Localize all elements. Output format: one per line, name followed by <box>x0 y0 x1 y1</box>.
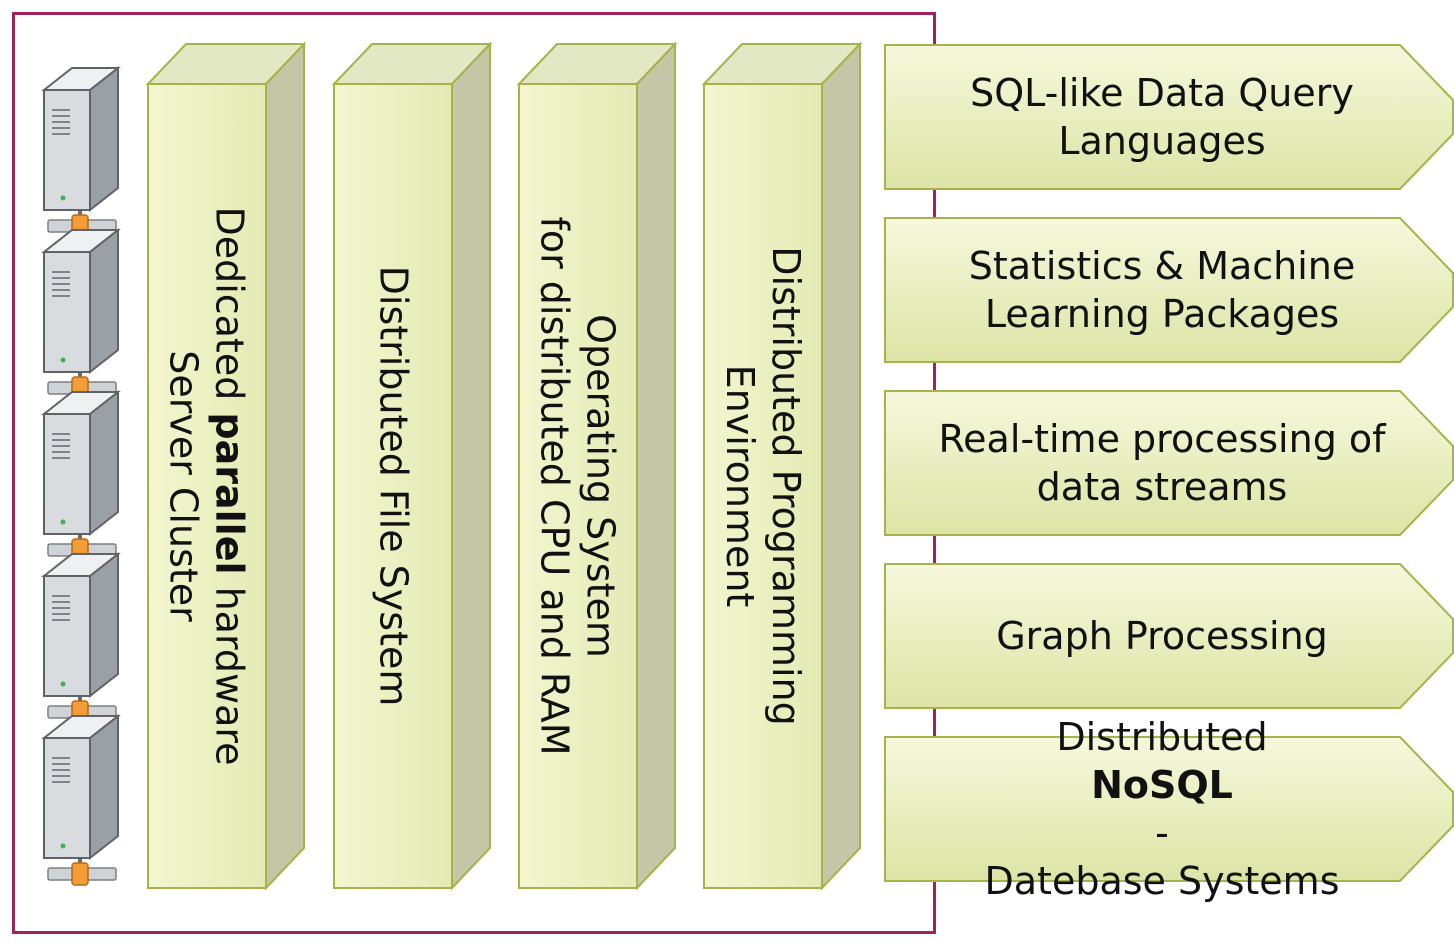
pillar-box-shape <box>516 41 678 891</box>
server-icon <box>41 713 121 886</box>
arrow-label-line2: Datebase Systems <box>984 859 1340 903</box>
pillar-box-shape <box>331 41 493 891</box>
arrow-shape <box>884 736 1454 882</box>
pillar-operating-system: Operating System for distributed CPU and… <box>516 40 678 891</box>
arrow-shape <box>884 44 1454 190</box>
arrow-nosql-databases: Distributed NoSQL- Datebase Systems <box>884 715 1454 903</box>
pillar-hardware-cluster: Dedicated parallel hardware Server Clust… <box>145 40 307 891</box>
pillar-label-line2: Environment <box>718 364 762 608</box>
server-icon <box>41 551 121 724</box>
server-icon <box>41 389 121 562</box>
arrow-statistics-ml: Statistics & Machine Learning Packages <box>884 217 1454 363</box>
arrow-label-line1: Graph Processing <box>996 614 1328 658</box>
pillar-label-line1: Operating System <box>579 314 623 658</box>
pillar-label-line2: Server Cluster <box>162 350 206 622</box>
pillar-box-shape <box>701 41 863 891</box>
arrow-shape <box>884 217 1454 363</box>
arrow-realtime-streams: Real-time processing of data streams <box>884 390 1454 536</box>
arrow-shape <box>884 563 1454 709</box>
arrow-label-line1: Real-time processing of <box>938 417 1386 461</box>
pillar-label-line1: Distributed File System <box>371 265 415 707</box>
arrow-label-line2: Languages <box>1058 119 1266 163</box>
pillar-label-line1: Distributed Programming <box>764 246 808 726</box>
arrow-label-line1: Statistics & Machine <box>968 244 1356 288</box>
server-icon <box>41 227 121 400</box>
arrow-shape <box>884 390 1454 536</box>
pillar-label-line1: Dedicated parallel hardware <box>208 206 252 766</box>
arrow-label-line1: Distributed NoSQL- <box>1056 715 1268 855</box>
server-cluster <box>41 65 121 886</box>
arrow-label-line2: data streams <box>1036 465 1288 509</box>
arrow-label-line1: SQL-like Data Query <box>970 71 1354 115</box>
arrow-graph-processing: Graph Processing <box>884 563 1454 709</box>
pillar-programming-environment: Distributed Programming Environment <box>701 40 863 891</box>
arrow-label-line2: Learning Packages <box>984 292 1340 336</box>
arrow-sql-query-languages: SQL-like Data Query Languages <box>884 44 1454 190</box>
pillar-label-line2: for distributed CPU and RAM <box>533 216 577 756</box>
pillar-distributed-file-system: Distributed File System <box>331 40 493 891</box>
pillar-box-shape <box>145 41 307 891</box>
